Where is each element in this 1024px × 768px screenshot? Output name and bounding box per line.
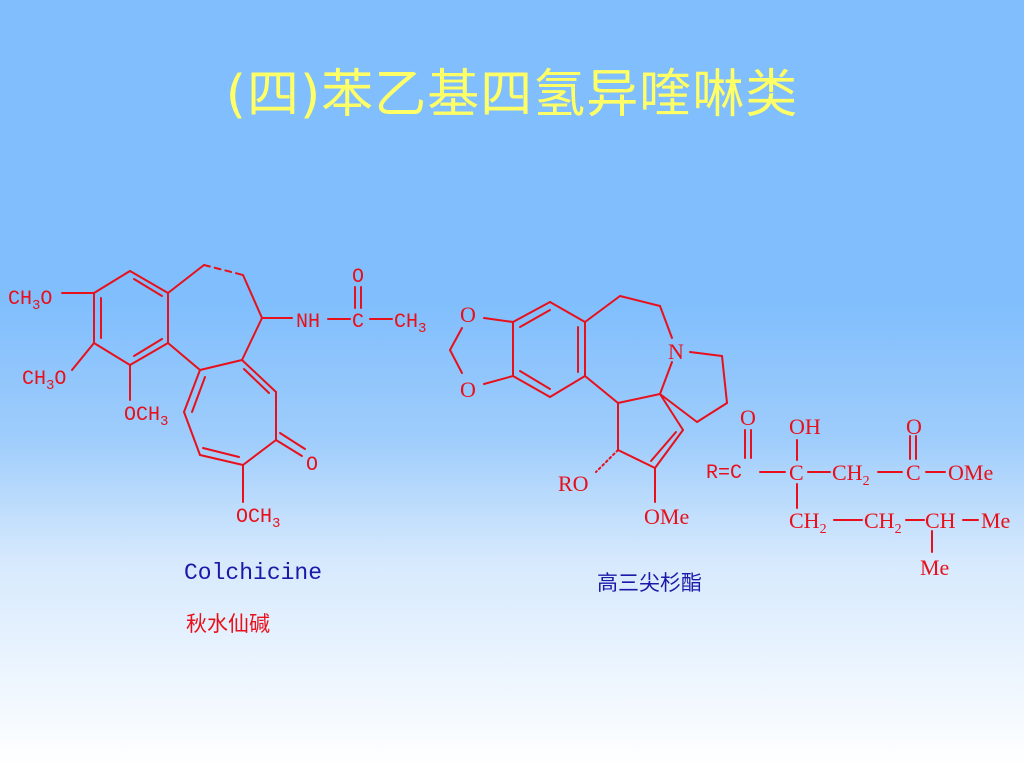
- label-o-top: O: [460, 302, 476, 327]
- label-ome: OMe: [644, 504, 689, 529]
- label-ch2-b: CH2: [789, 508, 827, 537]
- colchicine-ring-b-bonds: [167, 264, 263, 371]
- bond-ch3o-2: [71, 342, 95, 371]
- label-ch3o-1: CH3O: [8, 288, 52, 314]
- colchicine-ring-a-bonds: [93, 270, 169, 366]
- colchicine-ring-c-bonds: [183, 359, 277, 466]
- label-amide-c: C: [352, 311, 364, 334]
- label-side-ome: OMe: [948, 460, 993, 485]
- label-ch2-c: CH2: [864, 508, 902, 537]
- label-amide-ch3: CH3: [394, 311, 426, 337]
- label-oh: OH: [789, 414, 821, 439]
- slide-title: (四)苯乙基四氢异喹啉类: [225, 65, 799, 125]
- colchicine-name-en: Colchicine: [184, 560, 323, 586]
- label-c3: C: [906, 460, 921, 485]
- label-ch: CH: [925, 508, 956, 533]
- label-amide-o: O: [352, 266, 364, 289]
- colchicine-structure: CH3O CH3O OCH3 OCH3 O NH C O CH3: [8, 264, 426, 532]
- label-ch3o-2: CH3O: [22, 368, 66, 394]
- bond-ketone-1: [275, 439, 303, 457]
- label-ro: RO: [558, 471, 589, 496]
- cephalotaxine-structure: O O N RO OMe: [449, 295, 728, 529]
- label-c3-o: O: [906, 414, 922, 439]
- side-chain-structure: R=C O OH C CH2 C O OMe CH2 CH2 CH Me Me: [706, 405, 1010, 580]
- label-c1-o: O: [740, 405, 756, 430]
- label-nh: NH: [296, 311, 320, 334]
- colchicine-name-cn: 秋水仙碱: [186, 612, 270, 636]
- label-c2: C: [789, 460, 804, 485]
- bond-ketone-2: [279, 432, 306, 450]
- label-och3-1: OCH3: [124, 404, 168, 430]
- label-och3-2: OCH3: [236, 506, 280, 532]
- label-n: N: [668, 339, 684, 364]
- label-me-bottom: Me: [920, 555, 949, 580]
- homoharringtonine-name-cn: 高三尖杉酯: [597, 571, 702, 595]
- label-r-eq-c: R=C: [706, 462, 742, 485]
- label-me-right: Me: [981, 508, 1010, 533]
- label-ketone-o: O: [306, 454, 318, 477]
- label-o-bottom: O: [460, 377, 476, 402]
- label-ch2-a: CH2: [832, 460, 870, 489]
